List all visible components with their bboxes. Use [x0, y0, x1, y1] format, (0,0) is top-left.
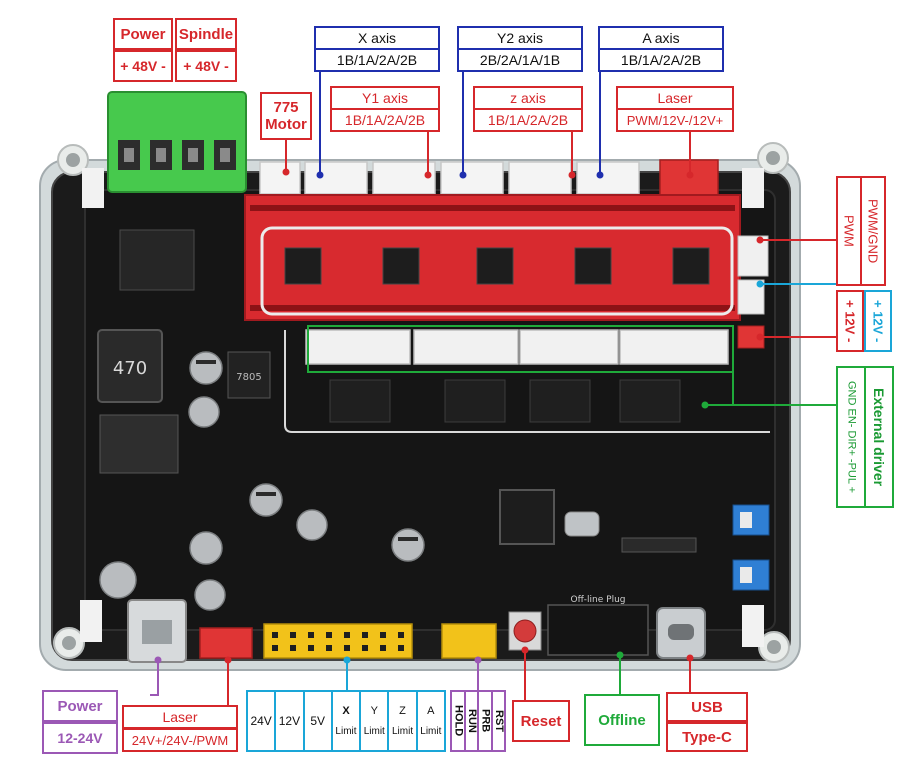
header-a-limit: A Limit: [417, 692, 444, 750]
header-a-bottom: Limit: [420, 725, 442, 737]
svg-text:7805: 7805: [236, 372, 261, 383]
header-12v: 12V: [276, 692, 305, 750]
reset-label: Reset: [512, 700, 570, 742]
external-driver-pins: GND EN- DIR+ -PUL +: [836, 366, 866, 508]
usb-title: USB: [666, 692, 748, 722]
pin-hold: HOLD: [452, 692, 466, 750]
pin-run: RUN: [465, 692, 479, 750]
motor-775-label: 775 Motor: [260, 92, 312, 140]
pwm-right-title: PWM: [836, 176, 862, 286]
header-x-bottom: Limit: [335, 725, 357, 737]
inductor-value: 470: [113, 358, 147, 379]
spindle-top-title: Spindle: [175, 18, 237, 50]
offline-label: Offline: [584, 694, 660, 746]
z-axis-pins: 1B/1A/2A/2B: [473, 108, 583, 132]
y1-axis-title: Y1 axis: [330, 86, 440, 110]
a-axis-title: A axis: [598, 26, 724, 50]
y2-axis-pins: 2B/2A/1A/1B: [457, 48, 583, 72]
spindle-top-value: + 48V -: [175, 50, 237, 82]
y1-axis-pins: 1B/1A/2A/2B: [330, 108, 440, 132]
external-driver-title: External driver: [864, 366, 894, 508]
a-axis-pins: 1B/1A/2A/2B: [598, 48, 724, 72]
header-z-limit: Z Limit: [389, 692, 418, 750]
pin-rst: RST: [492, 692, 505, 750]
header-12v-top: 12V: [278, 714, 301, 728]
header-z-bottom: Limit: [391, 725, 414, 737]
header-24v: 24V: [248, 692, 277, 750]
motor-775-line1: 775: [273, 99, 299, 116]
motor-775-line2: Motor: [265, 116, 307, 133]
laser-bottom-pins: 24V+/24V-/PWM: [122, 728, 238, 752]
offline-silk: Off-line Plug: [571, 595, 626, 605]
header-x-top: X: [342, 704, 350, 717]
x-axis-title: X axis: [314, 26, 440, 50]
x-axis-pins: 1B/1A/2A/2B: [314, 48, 440, 72]
power-top-title: Power: [113, 18, 173, 50]
laser-top-title: Laser: [616, 86, 734, 110]
z-axis-title: z axis: [473, 86, 583, 110]
power-bottom-value: 12-24V: [42, 722, 118, 754]
laser-top-pins: PWM/12V-/12V+: [616, 108, 734, 132]
header-labels: 24V 12V 5V X Limit Y Limit Z Limit A Lim…: [246, 690, 446, 752]
v12-blue-label: + 12V -: [864, 290, 892, 352]
header-5v: 5V: [304, 692, 333, 750]
header-24v-top: 24V: [250, 714, 272, 728]
pwm-right-pins: PWM/GND: [860, 176, 886, 286]
header-y-top: Y: [370, 704, 378, 717]
power-top-value: + 48V -: [113, 50, 173, 82]
y2-axis-title: Y2 axis: [457, 26, 583, 50]
laser-bottom-title: Laser: [122, 705, 238, 729]
v12-red-label: + 12V -: [836, 290, 864, 352]
control-pin-labels: HOLD RUN PRB RST: [450, 690, 506, 752]
header-z-top: Z: [399, 704, 406, 717]
usb-type: Type-C: [666, 722, 748, 752]
header-x-limit: X Limit: [332, 692, 362, 750]
header-y-limit: Y Limit: [361, 692, 390, 750]
header-5v-top: 5V: [310, 714, 326, 728]
header-y-bottom: Limit: [363, 725, 385, 737]
power-bottom-title: Power: [42, 690, 118, 722]
pin-prb: PRB: [479, 692, 493, 750]
header-a-top: A: [427, 704, 435, 717]
